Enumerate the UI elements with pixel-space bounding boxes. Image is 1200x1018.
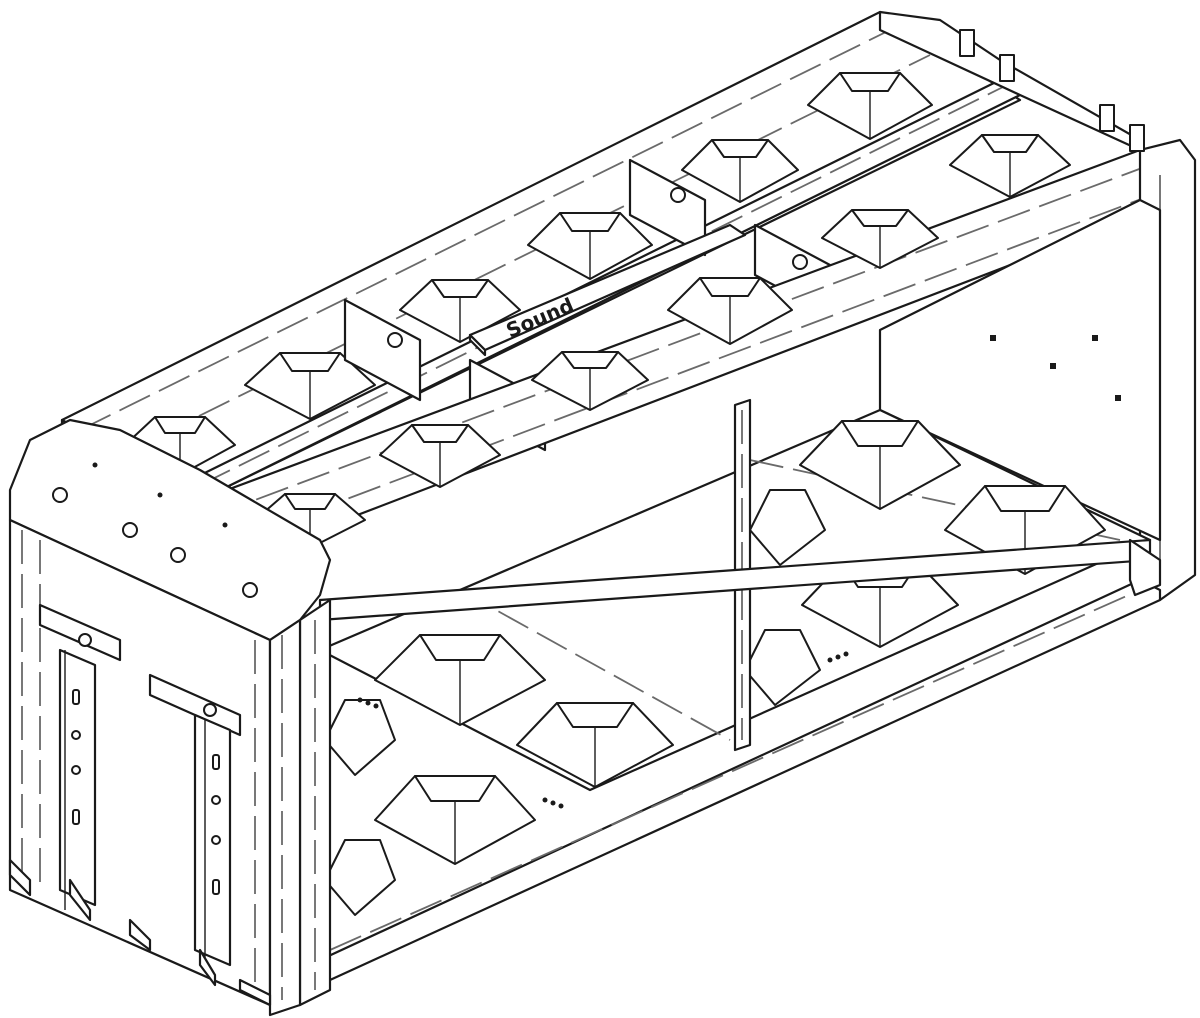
cone <box>527 212 653 280</box>
cone <box>379 424 501 488</box>
cone <box>807 72 933 140</box>
right-side-wall <box>878 198 1162 542</box>
cone <box>749 489 826 566</box>
cone <box>531 351 649 411</box>
cone <box>124 416 236 476</box>
floor-cones <box>324 420 1106 916</box>
plate-hole <box>387 332 403 348</box>
top-cones-back <box>124 72 933 476</box>
floor-dots <box>357 651 849 809</box>
plate-hole <box>792 254 808 270</box>
lifting-lugs <box>959 29 1145 152</box>
cone <box>949 134 1071 198</box>
bolts <box>52 462 258 598</box>
cone <box>324 699 396 776</box>
cone <box>399 279 521 343</box>
cone <box>324 839 396 916</box>
cone <box>374 634 546 726</box>
cone <box>244 352 376 420</box>
end-brackets <box>8 603 272 1007</box>
bottom-right-corner <box>1128 538 1162 597</box>
cone <box>744 629 821 706</box>
cone <box>681 139 799 203</box>
plate-hole <box>670 187 686 203</box>
bracket-slots <box>71 689 221 895</box>
front-frame <box>298 398 1162 1007</box>
cone <box>821 209 939 269</box>
cone <box>799 420 961 510</box>
cone <box>516 702 674 788</box>
cone <box>374 775 536 865</box>
cone <box>667 277 793 345</box>
